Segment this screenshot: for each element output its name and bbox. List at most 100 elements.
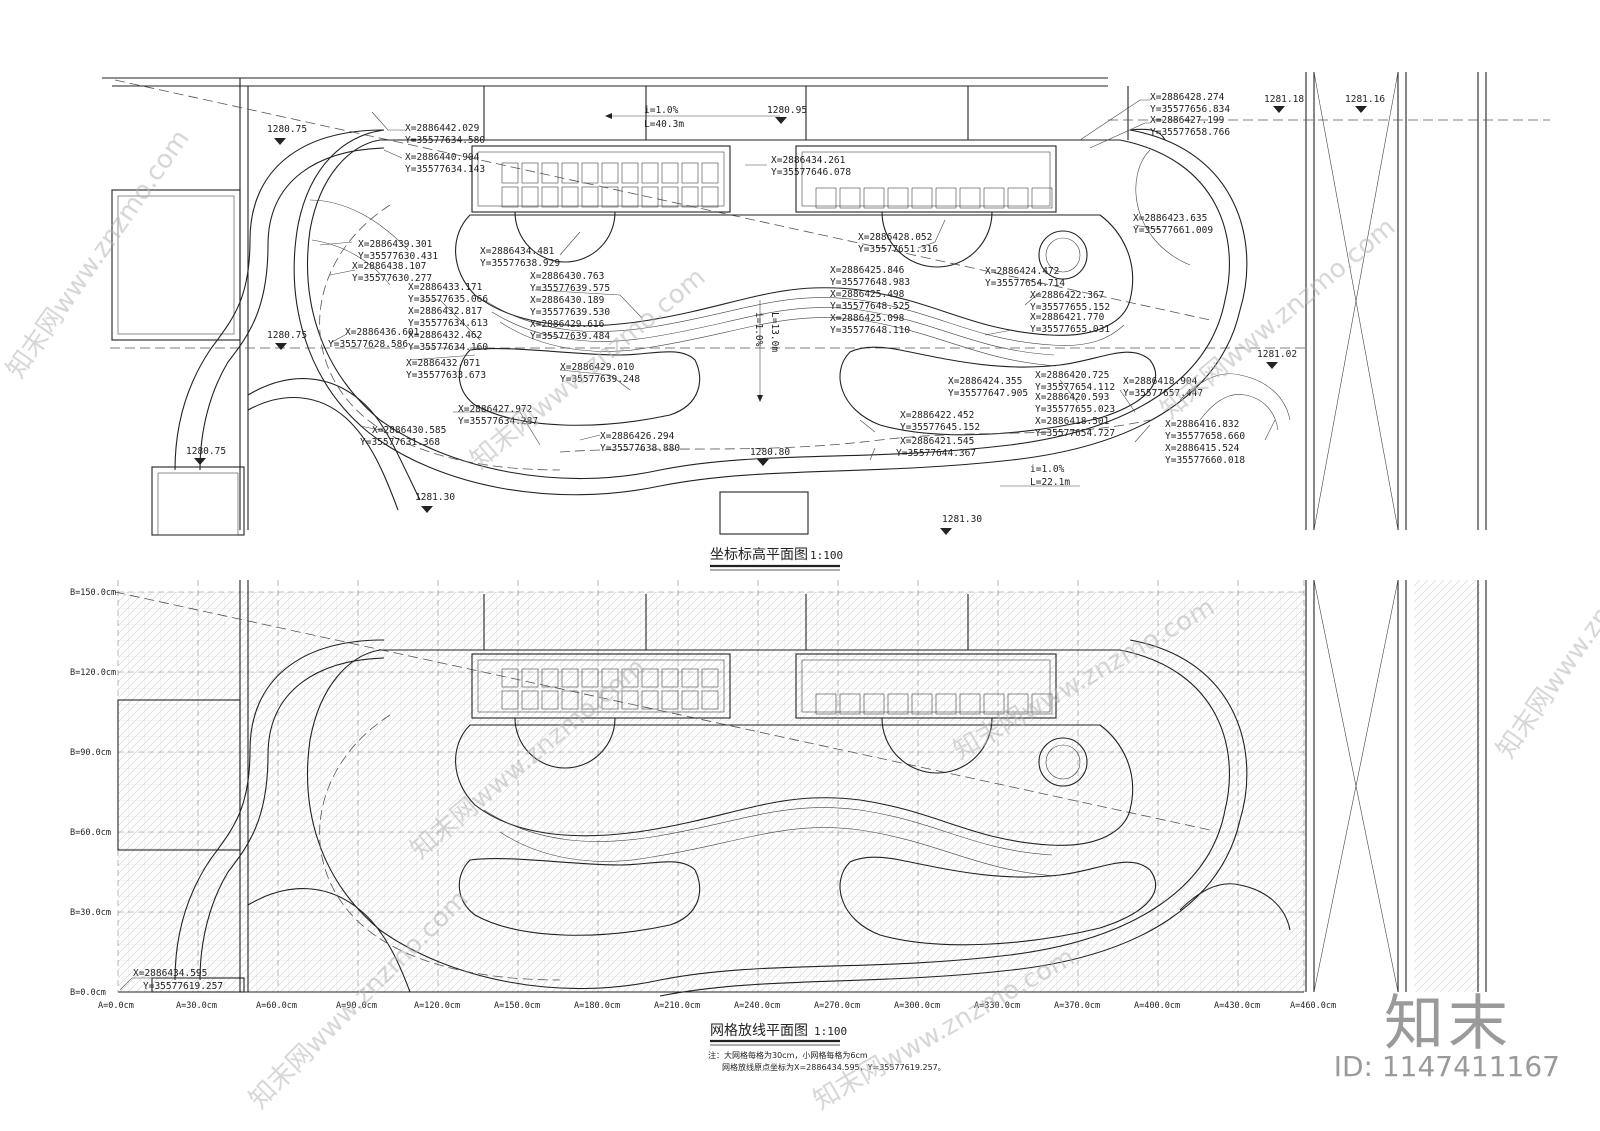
grid-a-label: A=120.0cm (414, 1001, 460, 1011)
brand-id: ID: 1147411167 (1333, 1050, 1560, 1083)
grid-a-label: A=210.0cm (654, 1001, 700, 1011)
coord-x: X=2886440.904 (405, 152, 480, 163)
coord-x: X=2886420.593 (1035, 392, 1109, 403)
coord-x: X=2886425.846 (830, 265, 905, 276)
level-markers: 1280.75 1280.95 1281.18 1281.16 1280.75 … (186, 94, 1385, 535)
top-plan-title: 坐标标高平面图 (710, 546, 808, 563)
grid-b-axis-labels: B=150.0cm B=120.0cm B=90.0cm B=60.0cm B=… (70, 588, 116, 998)
grid-note-2: 网格放线原点坐标为X=2886434.595，Y=35577619.257。 (722, 1062, 946, 1072)
grid-plan: B=150.0cm B=120.0cm B=90.0cm B=60.0cm B=… (70, 579, 1487, 1072)
grid-b-label: B=60.0cm (70, 828, 111, 838)
coord-x: X=2886433.171 (408, 282, 483, 293)
slope-annotations: i=1.0% L=40.3m i=1.0% L=22.1m i=1.0% L=1… (644, 105, 1070, 488)
coord-x: X=2886427.972 (458, 404, 532, 415)
coord-x: X=2886429.616 (530, 319, 605, 330)
coord-y: Y=35577661.009 (1133, 225, 1213, 236)
coord-y: Y=35577644.367 (896, 448, 976, 459)
coord-x: X=2886430.763 (530, 271, 604, 282)
watermark-text: 知末网www.znzmo.com (1, 124, 195, 384)
coord-y: Y=35577654.112 (1035, 382, 1115, 393)
coord-y: Y=35577655.031 (1030, 324, 1110, 335)
grid-a-label: A=400.0cm (1134, 1001, 1180, 1011)
coord-y: Y=35577660.018 (1165, 455, 1245, 466)
planter-cells-right (815, 187, 1053, 209)
grid-plan-title-block: 网格放线平面图 1:100 注：大网格每格为30cm，小网格每格为6cm 网格放… (708, 1023, 946, 1072)
grid-a-label: A=60.0cm (256, 1001, 297, 1011)
leader-lines (319, 99, 1276, 461)
grid-origin-x: X=2886434.595 (133, 968, 207, 979)
grid-a-label: A=370.0cm (1054, 1001, 1100, 1011)
coord-y: Y=35577634.287 (458, 416, 538, 427)
coord-y: Y=35577648.983 (830, 277, 910, 288)
coord-x: X=2886438.107 (352, 261, 426, 272)
coord-x: X=2886434.481 (480, 246, 555, 257)
grid-note-1: 注：大网格每格为30cm，小网格每格为6cm (708, 1050, 868, 1060)
level-label: 1280.95 (767, 105, 807, 116)
grid-a-label: A=300.0cm (894, 1001, 940, 1011)
coord-y: Y=35577635.066 (408, 294, 488, 305)
grid-plan-scale: 1:100 (814, 1025, 847, 1038)
coord-y: Y=35577638.929 (480, 258, 560, 269)
grid-a-label: A=430.0cm (1214, 1001, 1260, 1011)
grid-origin-y: Y=35577619.257 (143, 981, 223, 992)
level-label: 1281.16 (1345, 94, 1385, 105)
watermark-text: 知末网www.znzmo.com (1491, 504, 1600, 764)
coord-x: X=2886432.071 (406, 358, 481, 369)
grid-a-label: A=240.0cm (734, 1001, 780, 1011)
grid-b-label: B=0.0cm (70, 988, 106, 998)
grid-a-label: A=270.0cm (814, 1001, 860, 1011)
coord-y: Y=35577657.447 (1123, 388, 1203, 399)
level-label: 1281.30 (942, 514, 982, 525)
grid-a-label: A=150.0cm (494, 1001, 540, 1011)
grid-b-label: B=30.0cm (70, 908, 111, 918)
coord-x: X=2886430.585 (372, 425, 446, 436)
coord-x: X=2886434.261 (771, 155, 846, 166)
coord-x: X=2886425.098 (830, 313, 905, 324)
coord-x: X=2886429.010 (560, 362, 635, 373)
grid-b-label: B=90.0cm (70, 748, 111, 758)
coord-x: X=2886426.294 (600, 431, 675, 442)
coord-x: X=2886423.635 (1133, 213, 1207, 224)
coord-y: Y=35577655.152 (1030, 302, 1110, 313)
planter-cells-left (501, 162, 719, 208)
coord-y: Y=35577651.316 (858, 244, 938, 255)
coord-y: Y=35577639.248 (560, 374, 640, 385)
coord-x: X=2886424.472 (985, 266, 1059, 277)
level-label: 1281.18 (1264, 94, 1304, 105)
coord-x: X=2886430.189 (530, 295, 605, 306)
coord-y: Y=35577655.023 (1035, 404, 1115, 415)
grid-a-label: A=90.0cm (336, 1001, 377, 1011)
coord-x: X=2886432.817 (408, 306, 482, 317)
coord-y: Y=35577646.078 (771, 167, 851, 178)
grid-a-axis-labels: A=0.0cm A=30.0cm A=60.0cm A=90.0cm A=120… (98, 1001, 1336, 1011)
grid-b-label: B=120.0cm (70, 668, 116, 678)
coord-x: X=2886422.367 (1030, 290, 1104, 301)
level-label: 1281.02 (1257, 349, 1297, 360)
coord-x: X=2886416.832 (1165, 419, 1239, 430)
level-label: 1281.30 (415, 492, 455, 503)
slope-length: L=13.0m (769, 312, 780, 352)
level-label: 1280.75 (186, 446, 226, 457)
coordinate-labels: X=2886442.029 Y=35577634.580 X=2886440.9… (328, 92, 1245, 466)
coord-y: Y=35577633.673 (406, 370, 486, 381)
coord-y: Y=35577658.766 (1150, 127, 1230, 138)
coord-y: Y=35577656.834 (1150, 104, 1230, 115)
coord-x: X=2886425.498 (830, 289, 905, 300)
top-plan-scale: 1:100 (810, 549, 843, 562)
grid-a-label: A=30.0cm (176, 1001, 217, 1011)
slope-i: i=1.0% (644, 105, 679, 116)
coord-y: Y=35577634.613 (408, 318, 488, 329)
coord-y: Y=35577654.727 (1035, 428, 1115, 439)
coord-x: X=2886415.524 (1165, 443, 1240, 454)
coord-x: X=2886418.501 (1035, 416, 1110, 427)
brand-logo: 知末 (1384, 989, 1512, 1059)
coord-y: Y=35577648.110 (830, 325, 910, 336)
coord-y: Y=35577634.160 (408, 342, 488, 353)
coord-x: X=2886442.029 (405, 123, 480, 134)
coord-y: Y=35577647.905 (948, 388, 1028, 399)
slope-i: i=1.0% (753, 312, 764, 347)
grid-planter-cells-right (815, 693, 1053, 715)
coord-x: X=2886428.274 (1150, 92, 1225, 103)
coord-y: Y=35577639.575 (530, 283, 610, 294)
